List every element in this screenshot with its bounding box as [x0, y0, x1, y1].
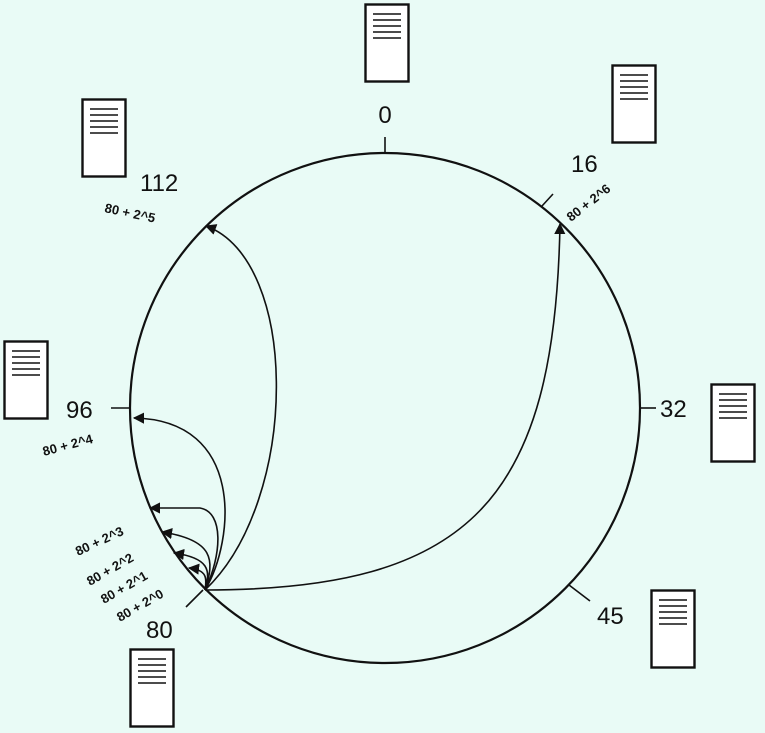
finger-label-f6: 80 + 2^6 [564, 181, 614, 224]
tick-node-45 [568, 584, 591, 602]
finger-label-f5: 80 + 2^5 [103, 200, 156, 225]
server-icon [710, 383, 756, 463]
server-icon [3, 340, 49, 420]
node-label-96: 96 [66, 397, 93, 424]
node-label-45: 45 [597, 603, 624, 630]
finger-arrow-f2 [160, 528, 211, 591]
finger-arrow-f3 [148, 502, 219, 591]
node-label-112: 112 [140, 170, 178, 197]
server-icon [364, 3, 410, 83]
finger-arrow-f5 [204, 224, 278, 591]
tick-node-80 [185, 589, 204, 608]
finger-arrow-f4 [132, 412, 226, 591]
node-label-80: 80 [146, 617, 173, 644]
node-label-0: 0 [378, 102, 391, 129]
server-icon [81, 98, 127, 178]
node-label-32: 32 [660, 396, 687, 423]
finger-arrow-f6 [204, 222, 566, 591]
finger-label-f4: 80 + 2^4 [41, 431, 95, 459]
node-label-16: 16 [571, 151, 598, 178]
server-icon [650, 589, 696, 669]
finger-arrows [132, 222, 566, 591]
server-icon [129, 648, 175, 728]
finger-label-f3: 80 + 2^3 [73, 523, 126, 558]
tick-node-16 [541, 193, 554, 207]
server-icon [611, 64, 657, 144]
